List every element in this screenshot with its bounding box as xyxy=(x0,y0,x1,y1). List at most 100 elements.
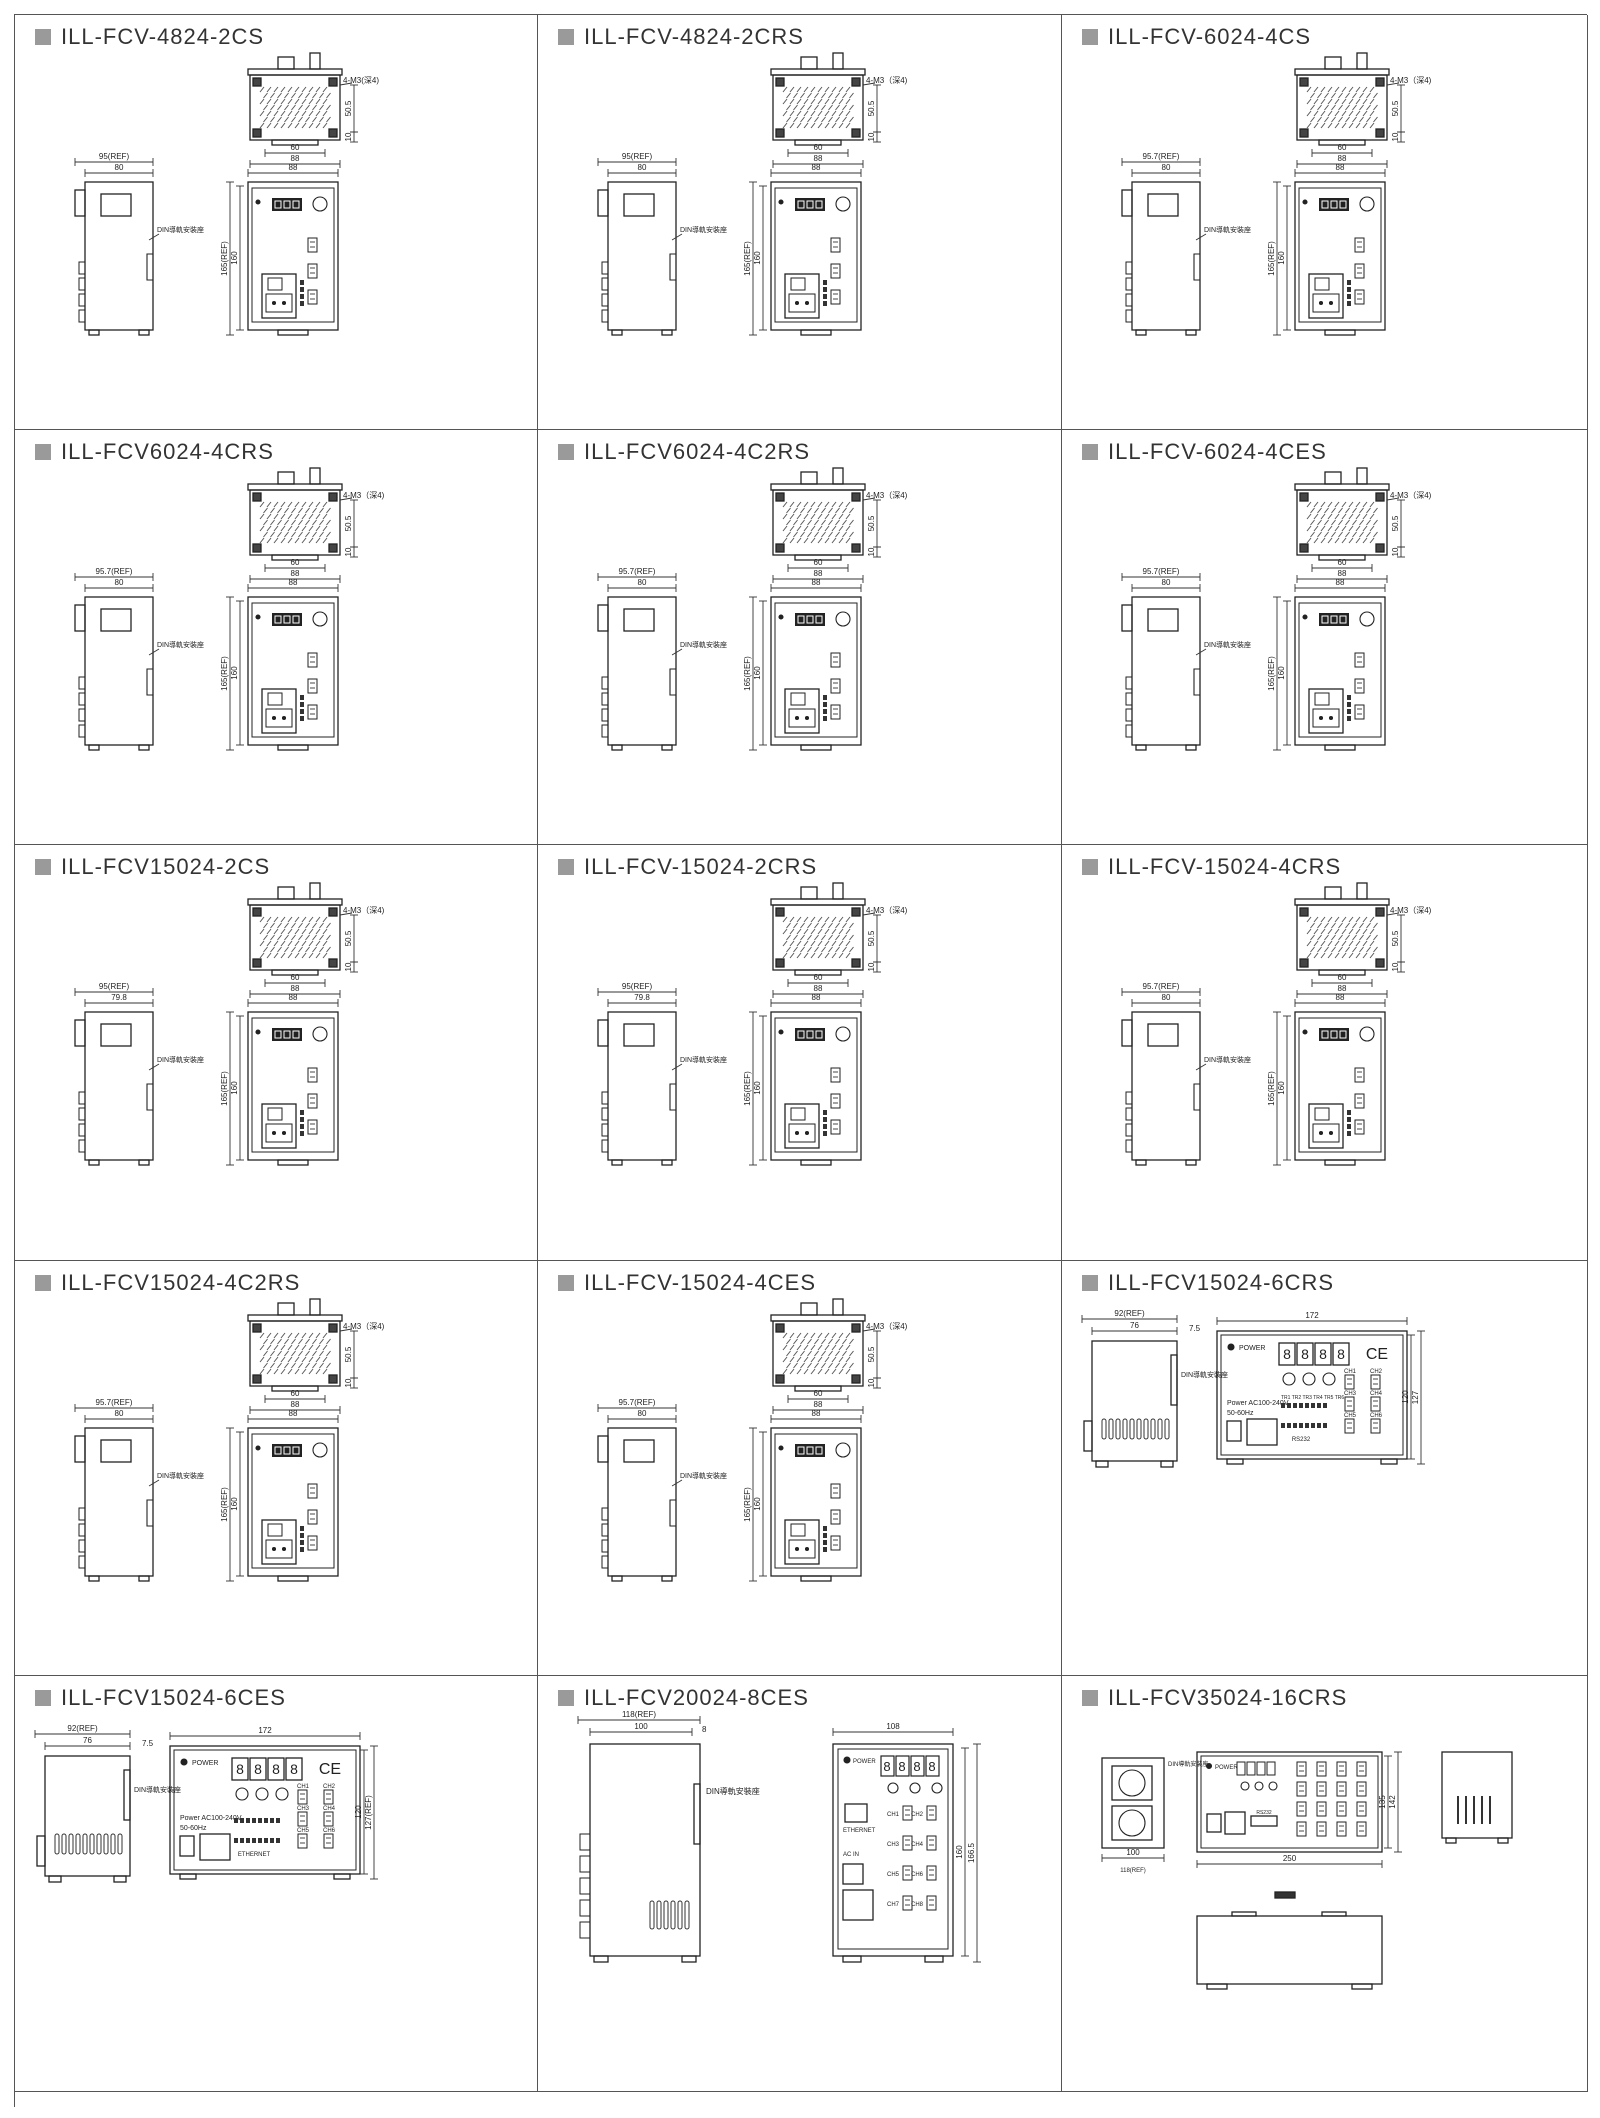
ch-connector xyxy=(307,1119,318,1135)
top-view-rail xyxy=(770,483,866,491)
vent-slot xyxy=(284,519,289,526)
vent-slot xyxy=(294,513,300,520)
dim-front-width-label: 250 xyxy=(1283,1854,1297,1863)
dim-depth-label: 80 xyxy=(115,578,124,587)
supply-label: Power AC100-240V xyxy=(1227,1400,1289,1407)
top-knob xyxy=(309,52,321,70)
front-panel xyxy=(1298,187,1382,323)
dim-front-height-label: 160 xyxy=(753,1497,762,1511)
vent-slot xyxy=(280,122,286,129)
vent-slot xyxy=(838,1332,844,1339)
ch-connector xyxy=(830,1535,841,1551)
foot xyxy=(611,1159,623,1166)
dim-depth-label: 80 xyxy=(115,1409,124,1418)
vent-slot xyxy=(266,1332,272,1339)
vent-slot xyxy=(796,501,802,508)
dim-front-height-label: 160 xyxy=(230,1081,239,1095)
seg-display xyxy=(272,1444,302,1457)
top-switch xyxy=(1324,886,1342,900)
control-button xyxy=(1240,1781,1250,1791)
vent-slot xyxy=(796,98,802,105)
dim-height-top-label: 50.5 xyxy=(867,930,876,946)
vent-slot xyxy=(810,1332,816,1339)
vent-slot xyxy=(322,537,328,544)
side-connector xyxy=(78,724,86,738)
vent-slot xyxy=(807,92,812,99)
vent-slot xyxy=(301,525,307,532)
dim-width-outer-label: 88 xyxy=(814,1400,823,1409)
ch-label: CH2 xyxy=(1370,1369,1383,1375)
vent-slot xyxy=(835,531,840,538)
dim-front-height-label: 160 xyxy=(1277,251,1286,265)
terminal xyxy=(1323,1423,1327,1428)
vent-slot xyxy=(835,934,840,941)
side-vent xyxy=(649,1900,655,1930)
ch-connector xyxy=(1354,1119,1365,1135)
vent-slot xyxy=(1359,507,1364,514)
ch-label: CH1 xyxy=(887,1812,900,1818)
vent-slot xyxy=(786,116,791,123)
vent-slot xyxy=(1341,952,1347,959)
ch-connector xyxy=(297,1811,308,1827)
seg-digit xyxy=(1339,200,1347,209)
vent-slot xyxy=(266,1356,272,1363)
vent-slot xyxy=(824,1344,830,1351)
vent-slot xyxy=(824,501,830,508)
vent-slot xyxy=(807,946,812,953)
vent-slot xyxy=(305,519,310,526)
vent-slot xyxy=(1306,513,1312,520)
vent-slot xyxy=(305,104,310,111)
vent-slot xyxy=(298,92,303,99)
mount-hole xyxy=(775,1374,785,1384)
control-button xyxy=(1282,1372,1296,1386)
seg-digit xyxy=(880,1755,895,1777)
dim-width-outer-label: 88 xyxy=(291,154,300,163)
front-view-body xyxy=(832,1743,954,1957)
vent-slot xyxy=(308,98,314,105)
top-view-rail xyxy=(1294,68,1390,76)
vent-slot xyxy=(824,928,830,935)
vent-slot xyxy=(319,92,324,99)
inlet-pin xyxy=(1328,300,1334,306)
seg-digit xyxy=(267,1757,285,1781)
inlet-pin xyxy=(281,1546,287,1552)
dim-front-width-label: 88 xyxy=(812,578,821,587)
vent-slot xyxy=(1334,928,1340,935)
side-knob xyxy=(1121,1019,1133,1047)
vent-slot xyxy=(263,1338,268,1345)
vent-slot xyxy=(266,98,272,105)
seg-digit-8: 8 xyxy=(254,1761,262,1777)
hole-leader xyxy=(1386,82,1400,86)
vent-slot xyxy=(1317,946,1322,953)
mount-hole xyxy=(1375,543,1385,553)
vent-slot xyxy=(322,940,328,947)
side-connector xyxy=(78,1523,86,1537)
side-view-body xyxy=(1101,1757,1165,1849)
front-foot xyxy=(800,744,832,751)
terminal xyxy=(823,1533,827,1538)
dim-width-inner-label: 60 xyxy=(291,1389,300,1398)
vent-slot xyxy=(824,1368,830,1375)
vent-slot xyxy=(789,98,795,105)
vent-slot xyxy=(326,519,331,526)
vent-slot xyxy=(263,934,268,941)
vent-slot xyxy=(842,1362,847,1369)
vent-slot xyxy=(322,1332,328,1339)
foot xyxy=(1226,1458,1244,1465)
trigger-label: TR1 TR2 TR3 TR4 TR5 TR6 xyxy=(1281,1395,1344,1401)
vent-slot xyxy=(845,98,851,105)
ac-inlet xyxy=(265,1539,293,1559)
dim-front-width-label: 88 xyxy=(812,993,821,1002)
vent-slot xyxy=(1366,531,1371,538)
dim-front-height-label: 160 xyxy=(955,1845,964,1859)
front-foot xyxy=(277,744,309,751)
vent-slot xyxy=(810,940,816,947)
front-panel xyxy=(1298,1017,1382,1153)
dim-front-height-ref-label: 165(REF) xyxy=(1267,1071,1276,1106)
ac-inlet xyxy=(1312,708,1340,728)
foot xyxy=(1160,1460,1174,1468)
dim-depth-label: 80 xyxy=(1162,578,1171,587)
adjust-knob xyxy=(312,196,328,212)
